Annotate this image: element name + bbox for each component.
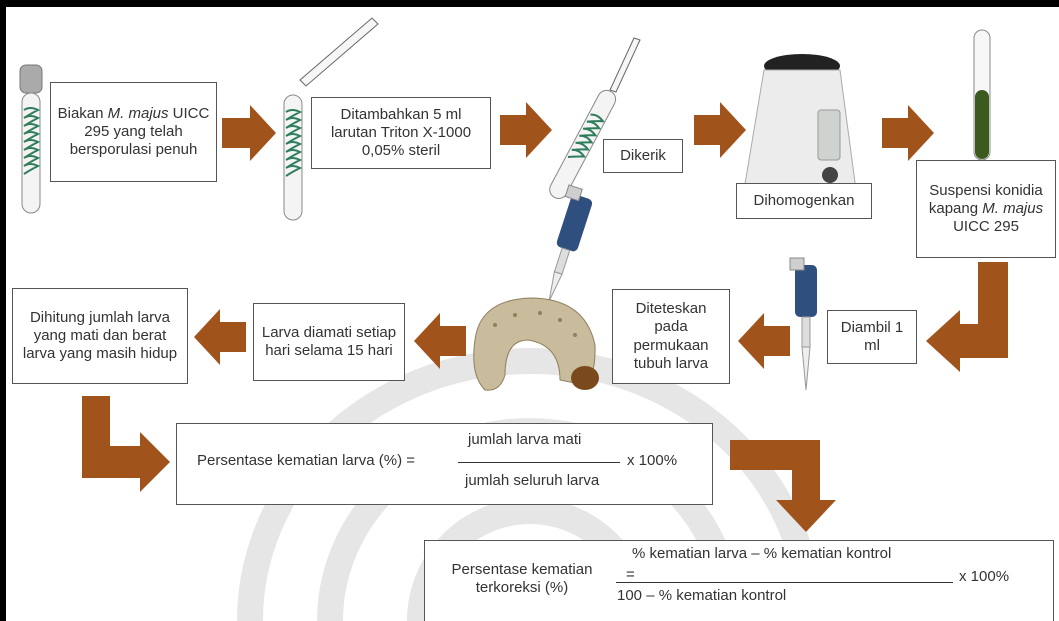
formula-corrected-denominator: 100 – % kematian kontrol (617, 587, 786, 604)
bent-arrow-left-icon (926, 262, 1008, 372)
formula-corrected-numerator: % kematian larva – % kematian kontrol (632, 545, 891, 562)
step-homogenize-box: Dihomogenkan (736, 183, 872, 219)
test-tube-culture-icon (20, 65, 42, 213)
step-add-triton-text: Ditambahkan 5 ml larutan Triton X-1000 0… (318, 106, 484, 161)
step-scrape-box: Dikerik (603, 139, 683, 173)
step-homogenize-text: Dihomogenkan (754, 192, 855, 210)
step-observe-box: Larva diamati setiap hari selama 15 hari (253, 303, 405, 381)
arrow-left-icon (738, 313, 790, 369)
step-suspension-text: Suspensi konidia kapang M. majus UICC 29… (923, 182, 1049, 237)
step-observe-text: Larva diamati setiap hari selama 15 hari (260, 324, 398, 361)
arrow-right-icon (882, 105, 934, 161)
micropipette-icon (790, 258, 817, 390)
formula-mortality-fraction-line (458, 462, 620, 463)
needle-icon (610, 38, 640, 92)
step-culture-text: Biakan M. majus UICC 295 yang telah bers… (57, 105, 210, 160)
step-drop-text: Diteteskan pada permukaan tubuh larva (619, 300, 723, 373)
beetle-larva-icon (474, 298, 599, 390)
step-take-1ml-box: Diambil 1 ml (827, 310, 917, 364)
suspension-tube-icon (974, 30, 990, 160)
arrow-right-icon (222, 105, 276, 161)
test-tube-icon (284, 95, 302, 220)
step-drop-box: Diteteskan pada permukaan tubuh larva (612, 289, 730, 384)
step-suspension-box: Suspensi konidia kapang M. majus UICC 29… (916, 160, 1056, 258)
pipette-icon (300, 18, 378, 86)
formula-mortality-denominator: jumlah seluruh larva (465, 472, 599, 489)
step-culture-box: Biakan M. majus UICC 295 yang telah bers… (50, 82, 217, 182)
bent-arrow-right-icon (82, 396, 170, 492)
arrow-left-icon (194, 309, 246, 365)
formula-mortality-label: Persentase kematian larva (%) = (197, 452, 415, 469)
formula-corrected-label: Persentase kematian terkoreksi (%) (432, 561, 612, 597)
formula-corrected-equals: = (626, 566, 635, 583)
formula-mortality-numerator: jumlah larva mati (468, 431, 581, 448)
step-take-1ml-text: Diambil 1 ml (834, 319, 910, 356)
formula-corrected-multiplier: x 100% (959, 568, 1009, 585)
formula-corrected-fraction-line (616, 582, 953, 583)
arrow-right-icon (500, 102, 552, 158)
step-scrape-text: Dikerik (620, 147, 666, 165)
step-add-triton-box: Ditambahkan 5 ml larutan Triton X-1000 0… (311, 97, 491, 169)
formula-mortality-multiplier: x 100% (627, 452, 677, 469)
arrow-right-icon (694, 102, 746, 158)
vortex-mixer-icon (744, 54, 856, 198)
step-count-text: Dihitung jumlah larva yang mati dan bera… (19, 309, 181, 364)
micropipette-icon (533, 185, 596, 305)
step-count-box: Dihitung jumlah larva yang mati dan bera… (12, 288, 188, 384)
